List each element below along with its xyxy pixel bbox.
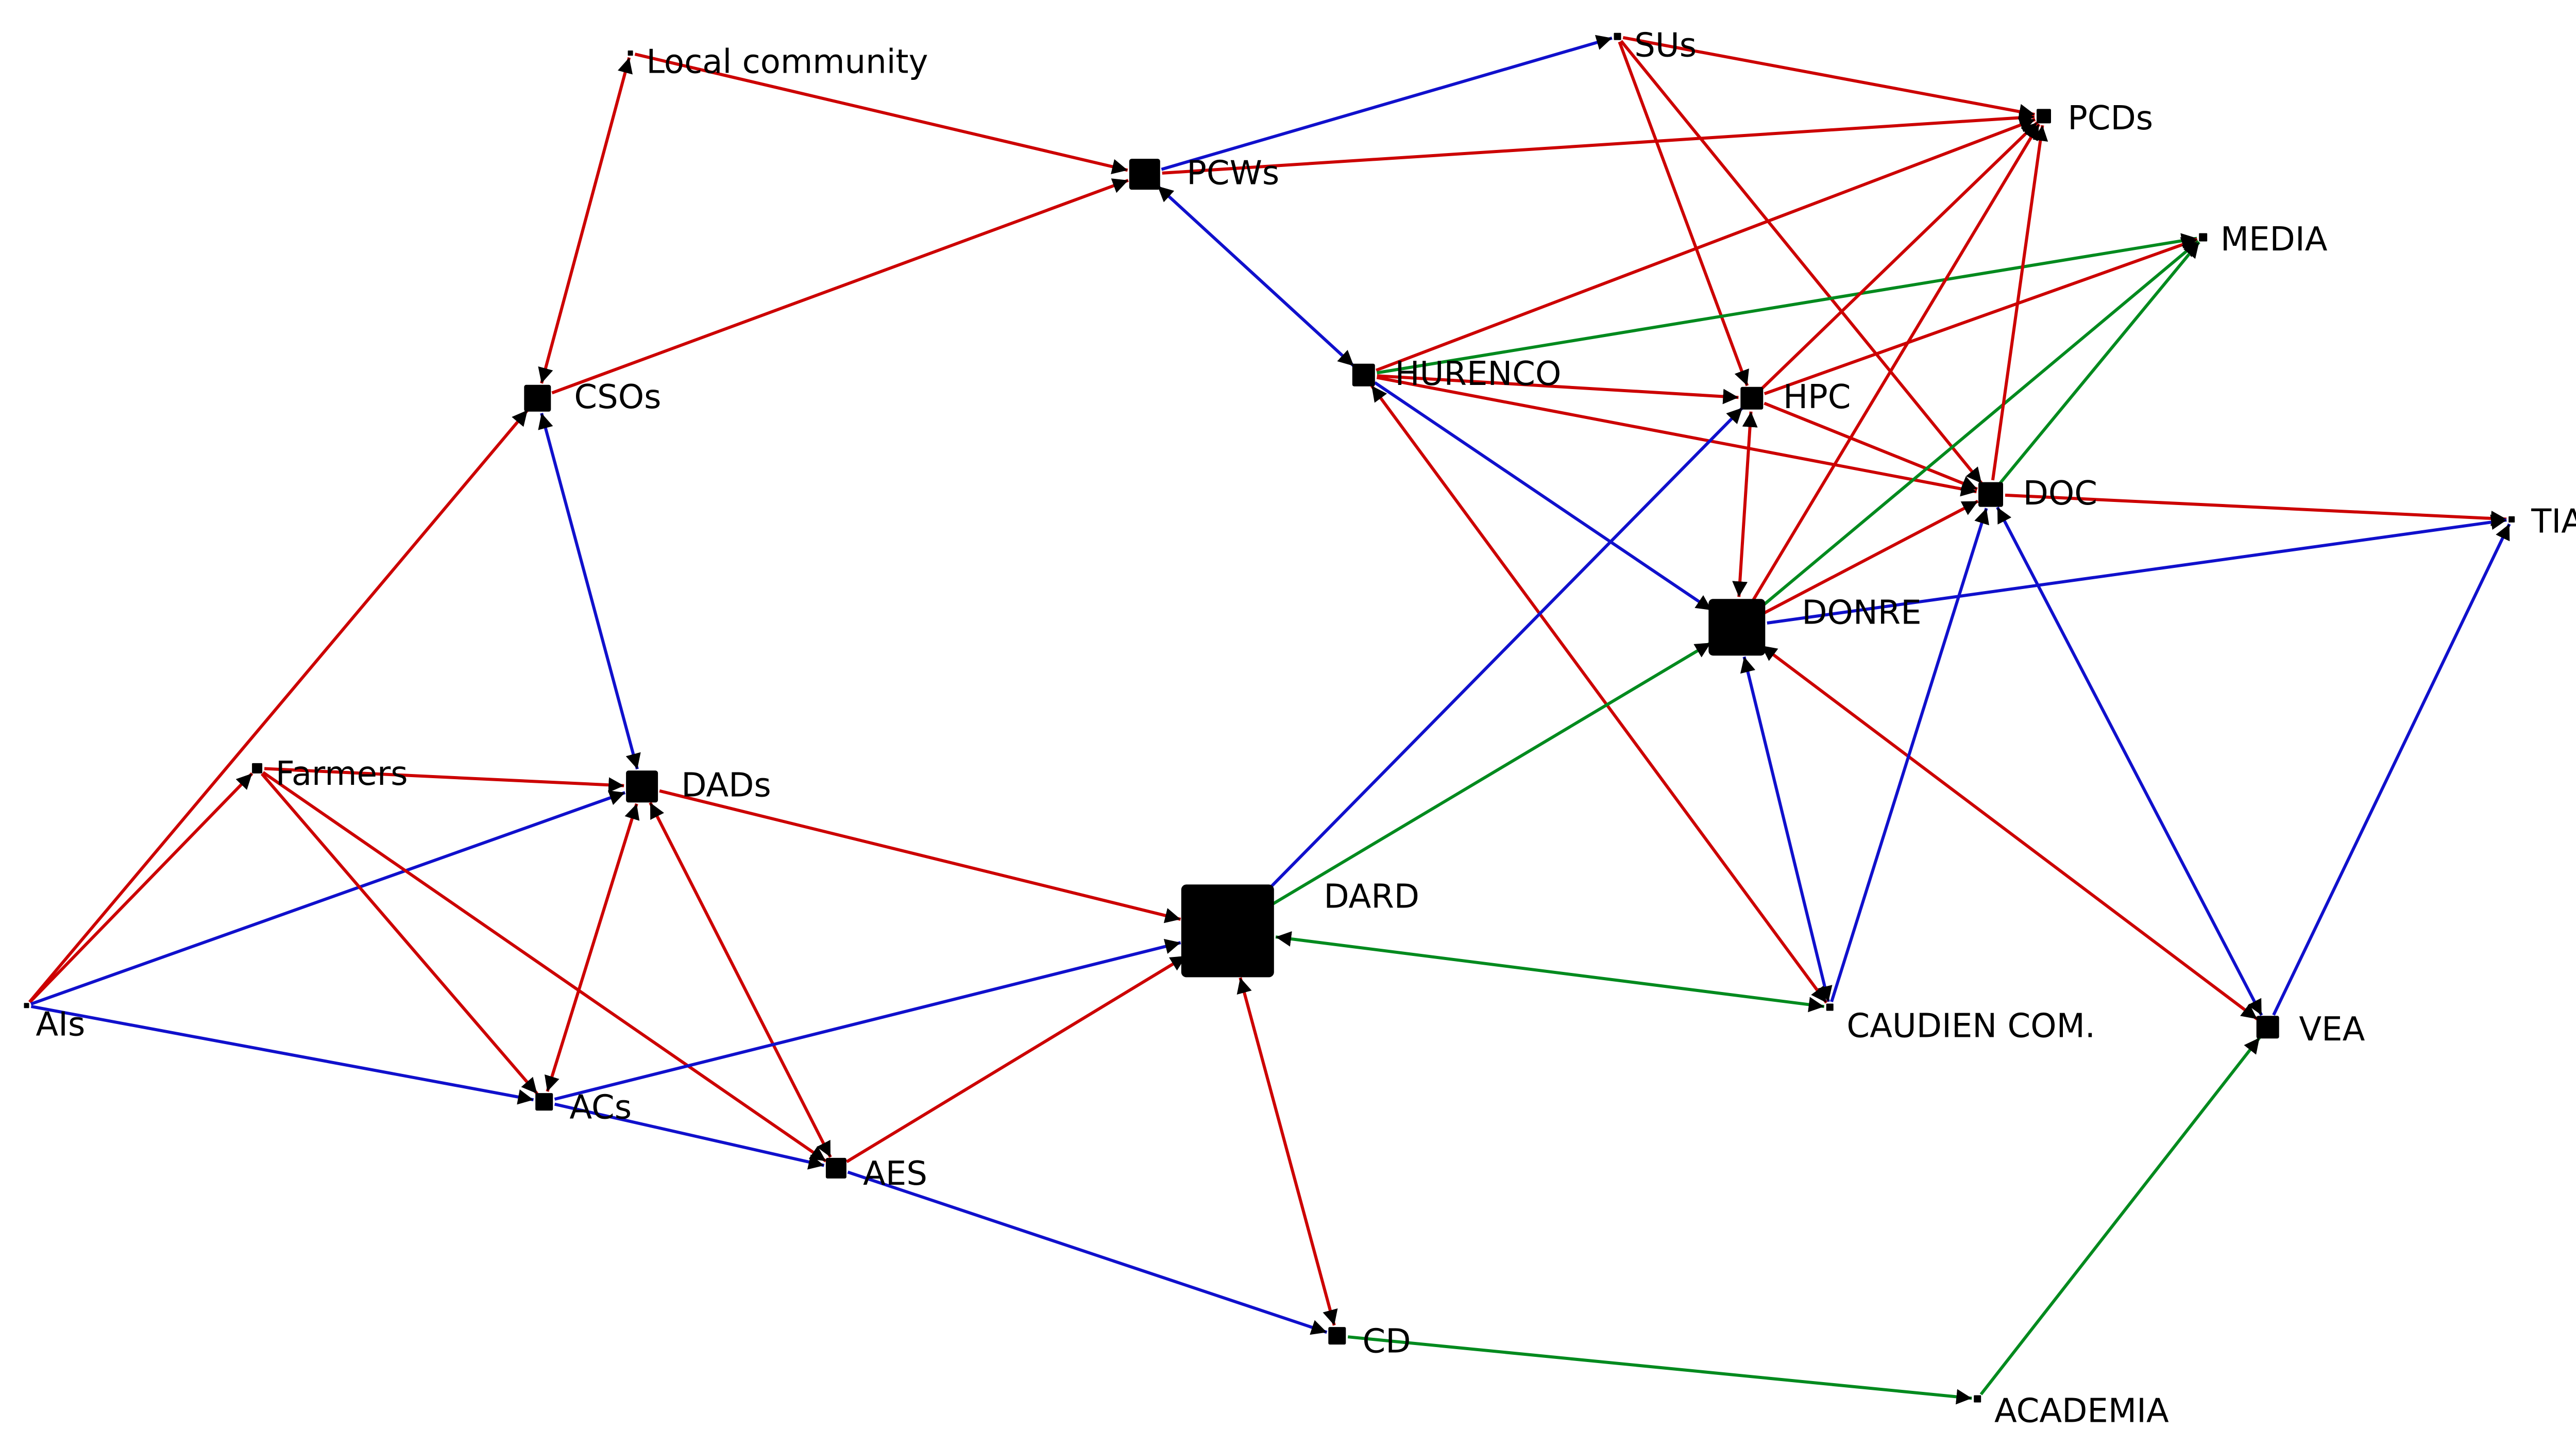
node-label-vea: VEA: [2299, 1011, 2365, 1049]
node-pcws[interactable]: [1129, 159, 1160, 190]
node-label-sus: SUs: [1634, 27, 1697, 65]
edge-pcws-pcds: [1162, 110, 2035, 175]
edge-hpc-pcds: [1760, 121, 2039, 390]
node-label-hurenco: HURENCO: [1395, 355, 1562, 393]
edge-hurenco-media: [1377, 233, 2197, 375]
node-label-local-community: Local community: [646, 43, 928, 81]
node-label-caudien: CAUDIEN COM.: [1846, 1007, 2095, 1046]
edge-caudien-dard: [1275, 931, 1825, 1013]
edges-layer: [28, 35, 2511, 1405]
edge-doc-media: [1998, 241, 2200, 484]
node-vea[interactable]: [2256, 1016, 2279, 1039]
node-dard[interactable]: [1181, 884, 1274, 978]
node-academia[interactable]: [1974, 1395, 1981, 1403]
edge-acs-dard: [554, 938, 1181, 1101]
node-label-pcws: PCWs: [1187, 154, 1279, 192]
edge-doc-vea: [1996, 507, 2263, 1016]
edge-pcws-sus: [1161, 35, 1613, 171]
node-label-hpc: HPC: [1783, 378, 1851, 416]
edge-ais-dads: [30, 790, 626, 1006]
node-aes[interactable]: [825, 1157, 846, 1179]
node-label-acs: ACs: [569, 1088, 632, 1126]
node-label-cd: CD: [1363, 1322, 1411, 1360]
node-sus[interactable]: [1614, 32, 1621, 40]
node-ais[interactable]: [24, 1003, 29, 1008]
node-label-doc: DOC: [2023, 475, 2097, 513]
edge-ais-acs: [30, 1005, 534, 1105]
node-label-dard: DARD: [1324, 878, 1419, 916]
edge-csos-local-community: [538, 57, 633, 384]
node-dads[interactable]: [626, 770, 658, 803]
edge-sus-doc: [1620, 40, 1983, 484]
edge-doc-pcds: [1991, 125, 2048, 481]
node-label-dads: DADs: [681, 767, 771, 805]
edge-sus-hpc: [1618, 41, 1749, 386]
edge-doc-tia: [2005, 493, 2507, 526]
edge-donre-media: [1759, 240, 2199, 609]
edge-csos-pcws: [551, 178, 1129, 395]
edge-sus-pcds: [1622, 36, 2035, 120]
node-hpc[interactable]: [1740, 386, 1764, 410]
edge-dads-acs: [544, 803, 640, 1092]
edge-dard-cd: [1236, 977, 1338, 1326]
node-farmers[interactable]: [252, 763, 263, 774]
edge-farmers-acs: [260, 772, 538, 1095]
edge-hpc-media: [1764, 237, 2198, 395]
edge-cd-academia: [1347, 1335, 1972, 1405]
edge-dads-dard: [659, 789, 1181, 923]
edge-csos-dads: [538, 413, 641, 770]
node-label-ais: AIs: [36, 1005, 85, 1044]
edge-farmers-dads: [264, 767, 624, 793]
edge-caudien-doc: [1830, 508, 1989, 1002]
edge-ais-farmers: [28, 772, 253, 1003]
node-hurenco[interactable]: [1352, 363, 1375, 386]
edge-hpc-donre: [1732, 411, 1758, 597]
node-label-aes: AES: [863, 1155, 927, 1193]
node-label-tia: TIA: [2531, 503, 2576, 541]
node-label-pcds: PCDs: [2067, 99, 2153, 138]
node-doc[interactable]: [1978, 482, 2003, 507]
edge-ais-csos: [28, 409, 529, 1003]
node-label-donre: DONRE: [1802, 594, 1921, 632]
edge-dard-donre: [1268, 641, 1712, 907]
edge-dard-hpc: [1260, 407, 1744, 898]
node-local-community[interactable]: [628, 51, 633, 56]
edge-local-community-pcws: [634, 53, 1128, 175]
node-caudien[interactable]: [1826, 1003, 1834, 1011]
edge-hurenco-donre: [1374, 381, 1713, 612]
node-label-academia: ACADEMIA: [1994, 1392, 2169, 1431]
node-acs[interactable]: [535, 1093, 553, 1111]
node-donre[interactable]: [1708, 599, 1766, 656]
node-media[interactable]: [2199, 233, 2208, 242]
edge-pcws-hurenco: [1156, 184, 1355, 367]
edge-hurenco-pcds: [1376, 117, 2036, 372]
node-label-farmers: Farmers: [276, 755, 408, 793]
edge-aes-cd: [847, 1170, 1328, 1335]
node-label-media: MEDIA: [2221, 221, 2328, 259]
edge-hurenco-caudien: [1370, 384, 1828, 1004]
edge-donre-vea: [1760, 644, 2258, 1020]
edge-vea-tia: [2272, 523, 2511, 1016]
edge-donre-pcds: [1751, 123, 2041, 602]
node-cd[interactable]: [1328, 1327, 1346, 1345]
edge-dads-aes: [649, 802, 832, 1158]
edge-academia-vea: [1979, 1036, 2261, 1395]
nodes-layer: [24, 32, 2515, 1403]
node-label-csos: CSOs: [574, 378, 661, 416]
node-csos[interactable]: [524, 384, 551, 412]
edge-acs-aes: [554, 1102, 825, 1170]
node-tia[interactable]: [2509, 516, 2515, 523]
edge-aes-dard: [845, 954, 1187, 1163]
node-pcds[interactable]: [2037, 109, 2051, 124]
